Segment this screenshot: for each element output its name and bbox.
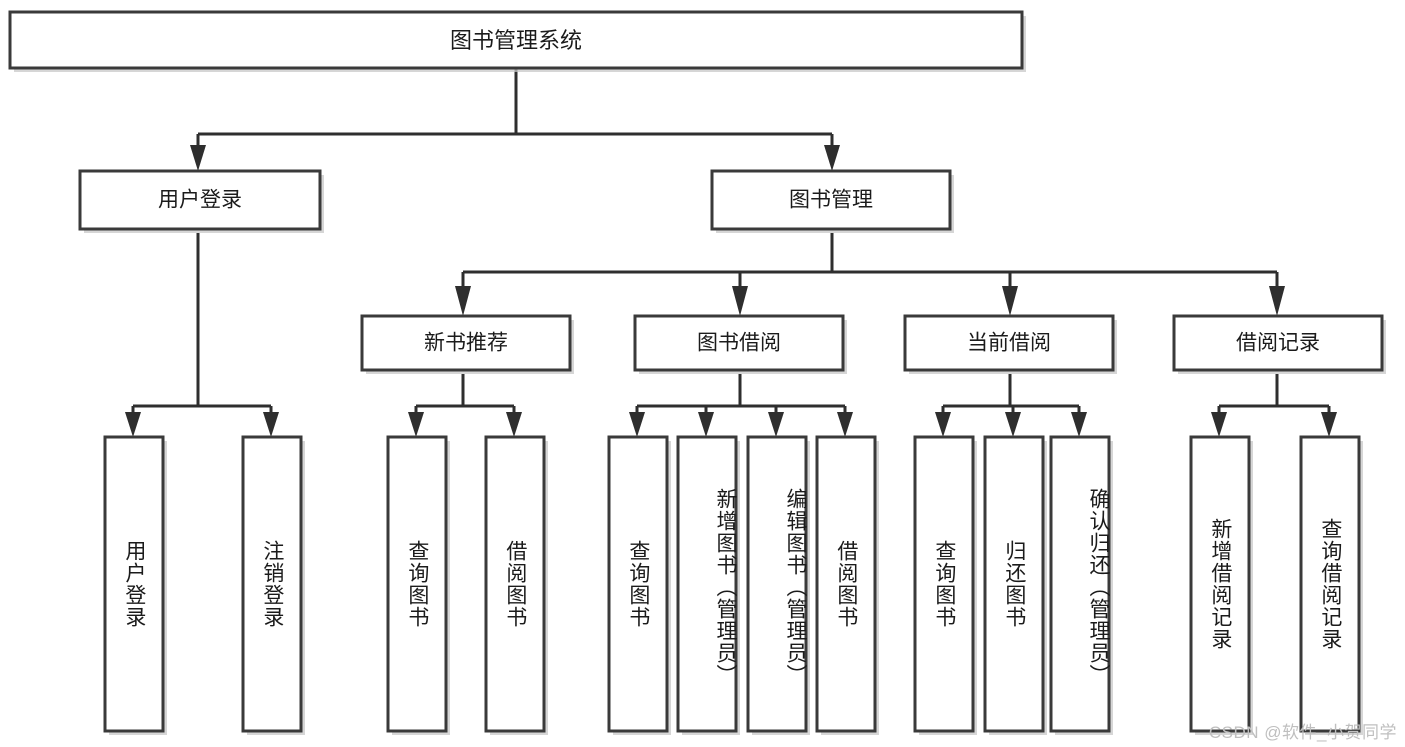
- book-manage-label: 图书管理: [789, 189, 873, 212]
- borrow-record-label: 借阅记录: [1236, 332, 1320, 355]
- user-login-box[interactable]: [78, 169, 322, 231]
- arrow-to-leaf-confirm-return: [1071, 412, 1087, 437]
- arrow-to-leaf-borrow-book-1: [506, 412, 522, 437]
- arrow-to-leaf-return-book: [1005, 412, 1021, 437]
- book-borrow-box[interactable]: [633, 314, 845, 372]
- leaf-add-book-box[interactable]: [676, 435, 738, 733]
- node-leaf-return-book[interactable]: [983, 435, 1047, 735]
- arrow-to-new-book-recommend: [455, 286, 471, 316]
- node-book-borrow[interactable]: 图书借阅: [633, 314, 847, 374]
- leaf-layer: [103, 435, 1363, 735]
- arrow-to-user-login: [190, 145, 206, 171]
- node-user-login[interactable]: 用户登录: [78, 169, 324, 233]
- arrow-to-book-borrow: [732, 286, 748, 316]
- arrow-to-book-manage: [824, 145, 840, 171]
- node-leaf-borrow-book-1[interactable]: [484, 435, 548, 735]
- node-leaf-add-book[interactable]: [676, 435, 740, 735]
- node-leaf-query-book-3[interactable]: [913, 435, 977, 735]
- arrow-to-leaf-query-book-1: [408, 412, 424, 437]
- arrow-to-leaf-query-book-2: [629, 412, 645, 437]
- node-root[interactable]: 图书管理系统: [8, 10, 1026, 72]
- leaf-edit-book-box[interactable]: [746, 435, 808, 733]
- node-leaf-edit-book[interactable]: [746, 435, 810, 735]
- node-leaf-add-record[interactable]: [1189, 435, 1253, 735]
- arrow-to-borrow-record: [1269, 286, 1285, 316]
- new-book-recommend-label: 新书推荐: [424, 332, 508, 355]
- node-leaf-query-book-1[interactable]: [386, 435, 450, 735]
- leaf-query-book-3-box[interactable]: [913, 435, 975, 733]
- book-borrow-label: 图书借阅: [697, 332, 781, 355]
- leaf-logout-login-box[interactable]: [241, 435, 303, 733]
- arrow-to-leaf-logout-login: [263, 412, 279, 437]
- node-leaf-borrow-book-2[interactable]: [815, 435, 879, 735]
- arrow-to-current-borrow: [1002, 286, 1018, 316]
- current-borrow-label: 当前借阅: [967, 332, 1051, 355]
- book-manage-box[interactable]: [710, 169, 952, 231]
- leaf-borrow-book-1-box[interactable]: [484, 435, 546, 733]
- leaf-query-record-box[interactable]: [1299, 435, 1361, 733]
- new-book-recommend-box[interactable]: [360, 314, 572, 372]
- leaf-borrow-book-2-box[interactable]: [815, 435, 877, 733]
- node-new-book-recommend[interactable]: 新书推荐: [360, 314, 574, 374]
- node-leaf-confirm-return[interactable]: [1049, 435, 1113, 735]
- user-login-label: 用户登录: [158, 189, 242, 212]
- node-borrow-record[interactable]: 借阅记录: [1172, 314, 1386, 374]
- arrow-to-leaf-user-login: [125, 412, 141, 437]
- leaf-query-book-1-box[interactable]: [386, 435, 448, 733]
- node-book-manage[interactable]: 图书管理: [710, 169, 954, 233]
- root-box[interactable]: [8, 10, 1024, 70]
- leaf-return-book-box[interactable]: [983, 435, 1045, 733]
- node-leaf-query-book-2[interactable]: [607, 435, 671, 735]
- borrow-record-box[interactable]: [1172, 314, 1384, 372]
- arrow-to-leaf-edit-book: [768, 412, 784, 437]
- connector-layer: [125, 68, 1337, 437]
- arrow-to-leaf-add-record: [1211, 412, 1227, 437]
- leaf-user-login-box[interactable]: [103, 435, 165, 733]
- arrow-to-leaf-query-book-3: [935, 412, 951, 437]
- node-leaf-user-login[interactable]: [103, 435, 167, 735]
- node-leaf-logout-login[interactable]: [241, 435, 305, 735]
- leaf-add-record-box[interactable]: [1189, 435, 1251, 733]
- current-borrow-box[interactable]: [903, 314, 1115, 372]
- arrow-to-leaf-add-book: [698, 412, 714, 437]
- arrow-to-leaf-query-record: [1321, 412, 1337, 437]
- leaf-query-book-2-box[interactable]: [607, 435, 669, 733]
- node-leaf-query-record[interactable]: [1299, 435, 1363, 735]
- root-label: 图书管理系统: [450, 28, 582, 53]
- leaf-confirm-return-box[interactable]: [1049, 435, 1111, 733]
- csdn-watermark: CSDN @软件_小贺同学: [1208, 723, 1397, 742]
- arrow-to-leaf-borrow-book-2: [837, 412, 853, 437]
- node-current-borrow[interactable]: 当前借阅: [903, 314, 1117, 374]
